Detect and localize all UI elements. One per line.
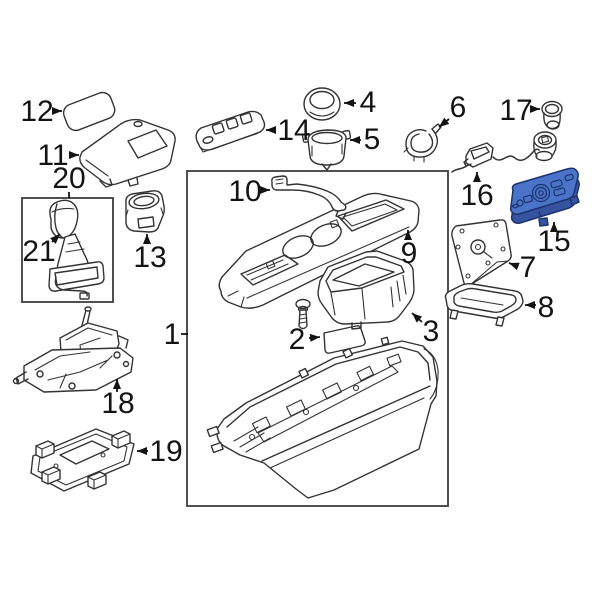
callout-21: 21 — [22, 233, 61, 268]
shifter-trim-frame — [21, 197, 114, 303]
callout-label-1: 1 — [164, 318, 181, 351]
callout-label-6: 6 — [450, 91, 467, 124]
callout-label-20: 20 — [52, 162, 85, 195]
part-9-top-trim-panel — [218, 192, 420, 309]
part-5-cup-holder — [301, 129, 352, 171]
callout-8: 8 — [525, 291, 554, 324]
part-16-wiring-harness — [451, 131, 557, 173]
callout-9: 9 — [401, 230, 418, 270]
part-14-switch-panel — [195, 110, 266, 153]
callout-11: 11 — [37, 139, 79, 172]
callout-label-2: 2 — [289, 323, 306, 356]
part-11-upper-panel — [79, 118, 176, 188]
callout-14: 14 — [266, 114, 311, 147]
callout-16: 16 — [460, 172, 494, 212]
part-13-housing — [125, 190, 165, 233]
part-4-round-insert — [303, 87, 341, 121]
callout-label-9: 9 — [401, 237, 418, 270]
callout-4: 4 — [344, 86, 376, 119]
callout-label-4: 4 — [360, 86, 377, 119]
part-10-bracket — [271, 175, 347, 220]
part-6-retainer-clip — [403, 123, 442, 163]
callout-label-7: 7 — [520, 251, 537, 284]
part-19-mount-bracket — [30, 428, 135, 492]
part-7-side-panel — [451, 219, 512, 287]
callout-2: 2 — [289, 323, 321, 356]
part-12-lid-panel — [62, 91, 116, 132]
part-17-cap — [541, 100, 563, 130]
callout-label-12: 12 — [20, 95, 53, 128]
callout-label-11: 11 — [37, 139, 68, 172]
part-3-storage-compartment — [317, 250, 415, 330]
callout-3: 3 — [411, 312, 440, 348]
callout-1: 1 — [164, 318, 188, 351]
callout-10: 10 — [228, 175, 270, 208]
callout-label-8: 8 — [538, 291, 555, 324]
callout-label-10: 10 — [228, 175, 261, 208]
callout-label-16: 16 — [460, 179, 493, 212]
callout-label-21: 21 — [22, 235, 55, 268]
callout-20: 20 — [52, 162, 86, 198]
callout-19: 19 — [137, 435, 183, 468]
part-15-highlighted-switch-panel — [509, 167, 580, 227]
callout-6: 6 — [438, 91, 467, 128]
callout-label-14: 14 — [277, 114, 310, 147]
callout-label-5: 5 — [364, 123, 381, 156]
callout-15: 15 — [537, 222, 571, 258]
callout-12: 12 — [20, 95, 62, 128]
callout-label-3: 3 — [423, 315, 440, 348]
part-21-shift-knob-boot — [48, 199, 105, 300]
callout-label-19: 19 — [149, 435, 182, 468]
callout-13: 13 — [133, 234, 167, 274]
callout-17: 17 — [499, 94, 540, 127]
callout-7: 7 — [508, 251, 537, 284]
main-assembly-frame — [186, 170, 449, 507]
callout-5: 5 — [350, 123, 380, 156]
callout-label-15: 15 — [537, 225, 570, 258]
callout-18: 18 — [101, 379, 135, 420]
part-8-tray — [444, 282, 524, 327]
callout-label-13: 13 — [133, 241, 166, 274]
part-2-screw-and-pad — [295, 298, 366, 354]
part-18-shifter-assembly — [12, 306, 134, 393]
callout-label-17: 17 — [499, 94, 532, 127]
part-1-console-body — [206, 336, 439, 499]
callout-label-18: 18 — [101, 387, 134, 420]
